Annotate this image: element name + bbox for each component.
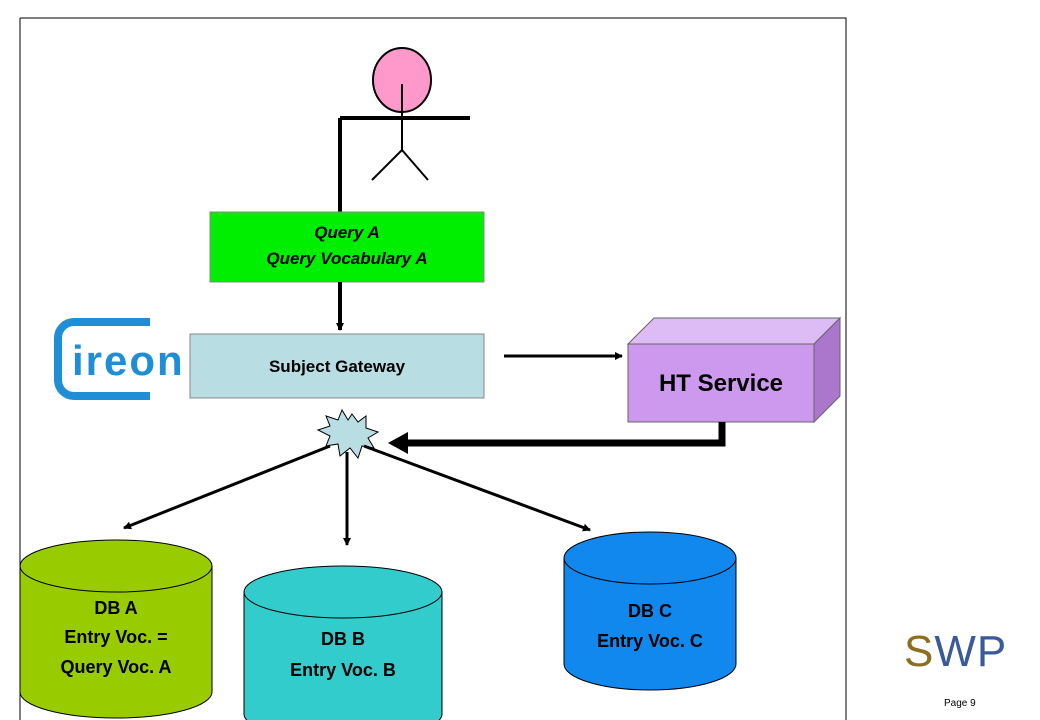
page-label: Page xyxy=(944,698,968,709)
ht-service-label: HT Service xyxy=(659,370,783,397)
subject-gateway-box: Subject Gateway xyxy=(189,333,485,399)
arrow-to-db-a xyxy=(123,444,331,530)
page-number-value: 9 xyxy=(970,698,976,709)
db-b-line1: DB B xyxy=(321,629,365,649)
ireon-logo: ireon xyxy=(54,318,195,400)
subject-gateway-label: Subject Gateway xyxy=(269,357,406,376)
ireon-logo-text: ireon xyxy=(72,337,185,384)
user-figure xyxy=(338,47,470,212)
ht-service-box: HT Service xyxy=(626,316,842,424)
query-box: Query A Query Vocabulary A xyxy=(209,211,485,283)
page-number: Page 9 xyxy=(944,698,976,709)
db-c-cylinder: DB C Entry Voc. C xyxy=(563,531,737,691)
db-a-cylinder: DB A Entry Voc. = Query Voc. A xyxy=(19,539,213,719)
db-a-line2: Entry Voc. = xyxy=(64,627,167,647)
swp-logo-s: S xyxy=(904,627,935,676)
swp-logo: SWP xyxy=(904,627,1007,677)
db-c-line1: DB C xyxy=(628,601,672,621)
db-a-line3: Query Voc. A xyxy=(60,657,171,677)
arrow-ht-head xyxy=(388,432,408,454)
db-b-line2: Entry Voc. B xyxy=(290,660,396,680)
db-b-cylinder: DB B Entry Voc. B xyxy=(243,565,443,720)
query-box-line1: Query A xyxy=(314,223,380,242)
arrow-ht-to-splitter xyxy=(402,422,726,447)
db-a-line1: DB A xyxy=(94,598,137,618)
query-box-line2: Query Vocabulary A xyxy=(266,249,427,268)
swp-logo-wp: WP xyxy=(934,627,1008,676)
arrow-to-db-c xyxy=(363,444,591,532)
slide-frame xyxy=(20,17,847,720)
splitter-burst-icon xyxy=(316,408,380,460)
db-c-line2: Entry Voc. C xyxy=(597,631,703,651)
